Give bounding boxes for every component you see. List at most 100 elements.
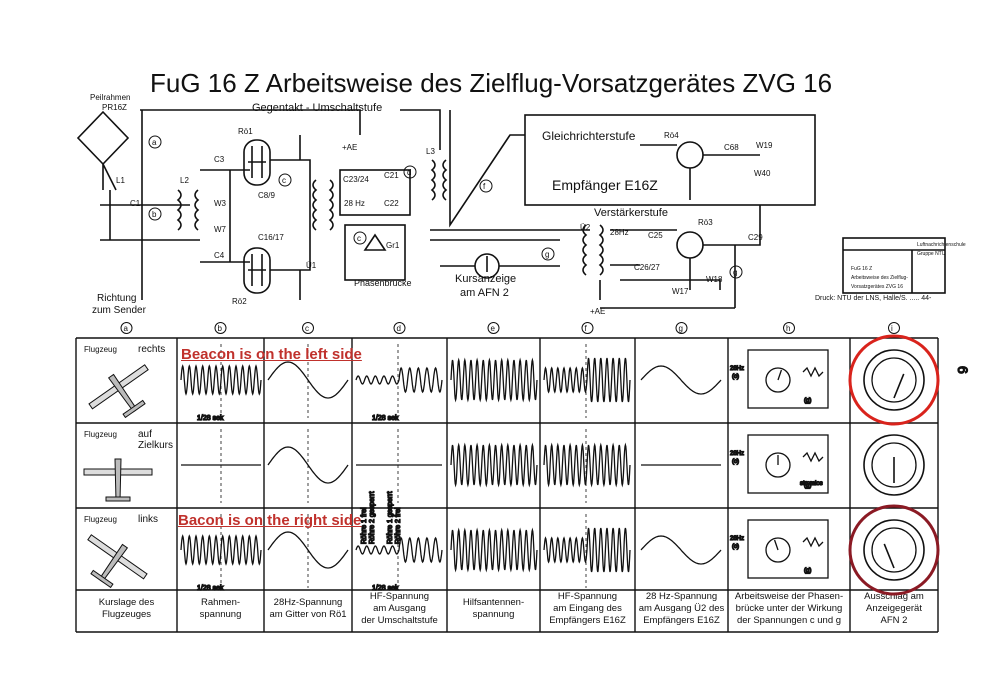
label-c25: C25 (648, 231, 663, 240)
schematic-wiring (76, 109, 946, 309)
label-ae1: +AE (342, 143, 357, 152)
phase-bridge-meter-icon (765, 537, 791, 563)
label-gleichrichter: Gleichrichterstufe (542, 129, 636, 143)
label-w17: W17 (672, 287, 689, 296)
caption-col-7-line-3: Empfängers E16Z (643, 615, 720, 626)
label-hz28b: 28 Hz (344, 199, 365, 208)
caption-col-4-line-1: HF-Spannung (370, 591, 429, 602)
marker-circle-f (479, 179, 493, 193)
kursanzeige-label-2: am AFN 2 (460, 287, 509, 299)
label-c3: C3 (214, 155, 225, 164)
phase-bridge-cell (747, 349, 829, 409)
afn2-dial-icon (863, 519, 925, 581)
aircraft-tail (105, 496, 131, 502)
kursanzeige-label-1: Kursanzeige (455, 273, 516, 285)
transformer-u1 (312, 179, 334, 231)
row-1-flugzeug-label: Flugzeug (84, 345, 117, 354)
wave-hilfsantenne-row-2 (450, 442, 538, 488)
column-letter-a: a (124, 324, 129, 333)
phase-bridge-cell (747, 519, 829, 579)
column-letter-f: f (585, 324, 588, 333)
cell-note-sek: 1/28 sek (197, 585, 224, 592)
caption-col-4-line-2: am Ausgang (373, 603, 426, 614)
wire-return (600, 245, 736, 309)
highlight-circle-bottom (848, 504, 940, 596)
marker-circle-b (148, 207, 162, 221)
afn2-dial-inner (871, 357, 917, 403)
phase-bridge-box (344, 224, 406, 281)
cell-note-roehre-2-2: Röhre 2 frei (395, 507, 402, 544)
caption-col-2-line-2: spannung (200, 609, 242, 620)
marker-letter-c: c (357, 234, 361, 243)
annotation-right-side: Bacon is on the right side (178, 512, 362, 529)
label-c4: C4 (214, 251, 225, 260)
aircraft-tail (122, 399, 146, 419)
cell-note-28hz: 28Hz (730, 366, 744, 372)
phase-bridge-cell (747, 434, 829, 494)
label-ae2: +AE (590, 307, 605, 316)
label-c23-24: C23/24 (343, 175, 369, 184)
antenna-label-line-2: PR16Z (102, 103, 127, 112)
tube-ro1-elements (248, 146, 266, 178)
tube-ro4 (676, 141, 704, 169)
row-2-course-label-1: auf (138, 429, 152, 440)
wire-grids (200, 169, 250, 263)
richtung-label-1: Richtung (97, 293, 136, 304)
column-letter-c: c (305, 324, 309, 333)
label-w7: W7 (214, 225, 227, 234)
cell-note-c: (c) (732, 544, 739, 550)
label-w18: W18 (706, 275, 723, 284)
cell-note-sek: 1/28 sek (197, 415, 224, 422)
marker-circle-c (353, 231, 367, 245)
tube-ro3 (676, 231, 704, 259)
row-2-course-label-2: Zielkurs (138, 440, 173, 451)
loop-antenna (76, 110, 130, 166)
label-l3: L3 (426, 147, 435, 156)
cell-note-c: (c) (732, 374, 739, 380)
row-1-course-label-1: rechts (138, 344, 165, 355)
label-c68: C68 (724, 143, 739, 152)
label-w40: W40 (754, 169, 771, 178)
stamp-box (842, 237, 946, 294)
resistor-icon (802, 451, 824, 463)
antenna-feed (102, 163, 117, 191)
caption-col-9-line-3: AFN 2 (881, 615, 908, 626)
caption-col-2-line-1: Rahmen- (201, 597, 240, 608)
label-druck: Druck: NTU der LNS, Halle/S. ..... 44- (815, 295, 932, 302)
stamp-line-1: Luftnachrichtenschule (917, 242, 966, 248)
column-letter-circle (581, 322, 594, 334)
tube-ro1 (243, 139, 271, 186)
filter-box (339, 169, 411, 216)
label-w3: W3 (214, 199, 227, 208)
caption-col-7-line-1: 28 Hz-Spannung (646, 591, 717, 602)
caption-col-3-line-2: am Gitter von Rö1 (269, 609, 346, 620)
label-verstaerker: Verstärkerstufe (594, 207, 668, 219)
cell-note-g: (g) (804, 483, 811, 489)
cell-note-sek: 1/28 sek (372, 585, 399, 592)
receiver-box (524, 114, 816, 206)
wave-empfaenger-row-2 (543, 442, 631, 488)
caption-col-8-line-2: brücke unter der Wirkung (736, 603, 843, 614)
wire-to-receiver (449, 110, 525, 228)
resistor-icon (802, 536, 824, 548)
column-letter-circle (888, 322, 900, 334)
aircraft-icon (88, 364, 149, 419)
wave-empfaenger-row-3 (543, 527, 631, 573)
label-c26-27: C26/27 (634, 263, 660, 272)
marker-letter-f: f (483, 182, 486, 191)
marker-circle-c (278, 173, 292, 187)
caption-col-3-line-1: 28Hz-Spannung (274, 597, 343, 608)
caption-col-1-line-1: Kurslage des (99, 597, 155, 608)
caption-col-5-line-2: spannung (473, 609, 515, 620)
column-letter-circle (675, 322, 688, 334)
stamp-line-4: Arbeitsweise des Zielflug- (851, 275, 908, 281)
cell-note-g: (g) (804, 568, 811, 574)
phase-bridge-meter-icon (765, 452, 791, 478)
column-letter-circle (783, 322, 795, 334)
marker-letter-a: a (152, 138, 157, 147)
transformer-l2 (176, 189, 200, 231)
stage-label: Gegentakt - Umschaltstufe (252, 102, 382, 114)
cell-note-roehre-1-1: Röhre 1 frei (361, 507, 368, 544)
annotation-left-side: Beacon is on the left side (181, 346, 362, 363)
wave-umschalt-row-3 (355, 536, 443, 564)
